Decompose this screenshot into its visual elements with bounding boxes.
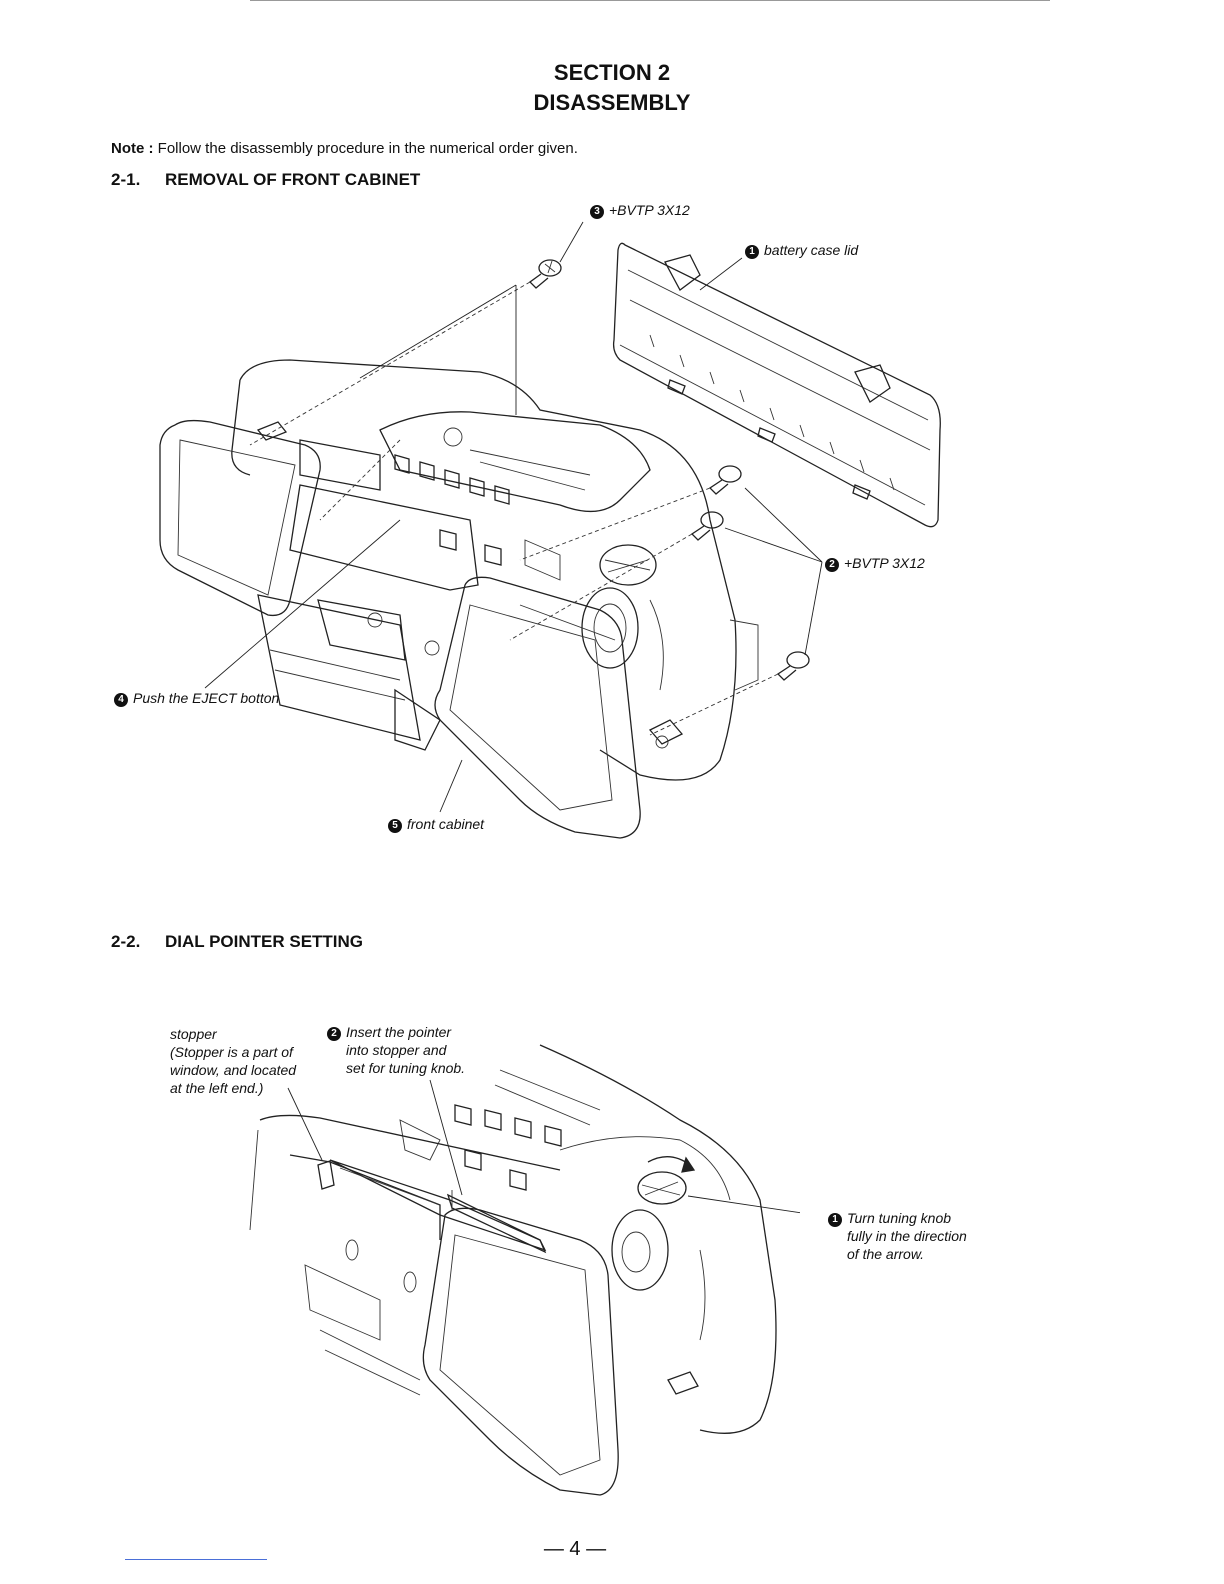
left-cabinet-drawing	[249, 1114, 561, 1396]
dial-pointer-diagram	[249, 1044, 800, 1496]
insert-line-3: set for tuning knob.	[346, 1060, 466, 1076]
callout-badge: 3	[590, 205, 604, 219]
callout-text: battery case lid	[764, 242, 859, 258]
top-rule	[250, 0, 1050, 1]
callout-badge: 2	[825, 558, 839, 572]
insert-line-1: Insert the pointer	[346, 1024, 452, 1040]
front-cabinet-exploded-diagram	[159, 221, 941, 839]
page-number: — 4 —	[543, 1538, 607, 1560]
callout-screw-3: 3 +BVTP 3X12	[590, 201, 690, 219]
screw-2c-drawing	[776, 651, 810, 681]
section-heading-dial-pointer: 2-2. DIAL POINTER SETTING	[111, 932, 363, 952]
stopper-line-2: (Stopper is a part of	[170, 1044, 293, 1060]
section-heading-text: DIAL POINTER SETTING	[165, 932, 364, 951]
callout-battery-case-lid: 1 battery case lid	[745, 241, 858, 259]
callout-badge: 2	[327, 1027, 341, 1041]
callout-text: +BVTP 3X12	[609, 202, 690, 218]
bottom-rule	[125, 1559, 267, 1560]
page-title: DISASSEMBLY	[533, 90, 691, 115]
section-number: SECTION 2	[553, 60, 671, 85]
note: Note : Follow the disassembly procedure …	[111, 140, 578, 157]
unit-top-drawing	[399, 1044, 777, 1434]
callout-text: front cabinet	[407, 816, 485, 832]
section-heading-front-cabinet: 2-1. REMOVAL OF FRONT CABINET	[111, 170, 420, 190]
note-label: Note :	[111, 140, 154, 157]
stopper-note: stopper (Stopper is a part of window, an…	[170, 1025, 296, 1097]
callout-text: Push the EJECT botton	[133, 690, 280, 706]
stopper-line-3: window, and located	[170, 1062, 297, 1078]
callout-screw-2: 2 +BVTP 3X12	[825, 554, 925, 572]
callout-badge: 1	[828, 1213, 842, 1227]
stopper-line-1: stopper	[170, 1026, 217, 1042]
stopper-line-4: at the left end.)	[170, 1080, 264, 1096]
callout-front-cabinet: 5 front cabinet	[388, 815, 484, 833]
screw-2a-drawing	[708, 465, 742, 495]
battery-case-lid-drawing	[612, 242, 941, 528]
callout-eject-button: 4 Push the EJECT botton	[114, 689, 279, 707]
note-text: Follow the disassembly procedure in the …	[157, 140, 578, 157]
insert-line-2: into stopper and	[346, 1042, 447, 1058]
insert-pointer-note: 2 Insert the pointer into stopper and set…	[327, 1023, 465, 1077]
callout-badge: 1	[745, 245, 759, 259]
callout-text: +BVTP 3X12	[844, 555, 925, 571]
section-heading-number: 2-1.	[111, 170, 141, 189]
section-heading-text: REMOVAL OF FRONT CABINET	[165, 170, 421, 189]
screw-2b-drawing	[690, 511, 724, 541]
callout-badge: 5	[388, 819, 402, 833]
turn-line-3: of the arrow.	[847, 1246, 925, 1262]
front-cabinet-drawing	[159, 419, 641, 839]
turn-line-1: Turn tuning knob	[847, 1210, 952, 1226]
right-speaker-drawing	[422, 1207, 619, 1496]
turn-line-2: fully in the direction	[847, 1228, 967, 1244]
turn-tuning-knob-note: 1 Turn tuning knob fully in the direction…	[828, 1209, 967, 1263]
screw-3-drawing	[529, 259, 562, 289]
unit-body-drawing	[231, 359, 759, 781]
section-heading-number: 2-2.	[111, 932, 141, 951]
dial-pointer-drawing	[446, 1190, 547, 1254]
callout-badge: 4	[114, 693, 128, 707]
